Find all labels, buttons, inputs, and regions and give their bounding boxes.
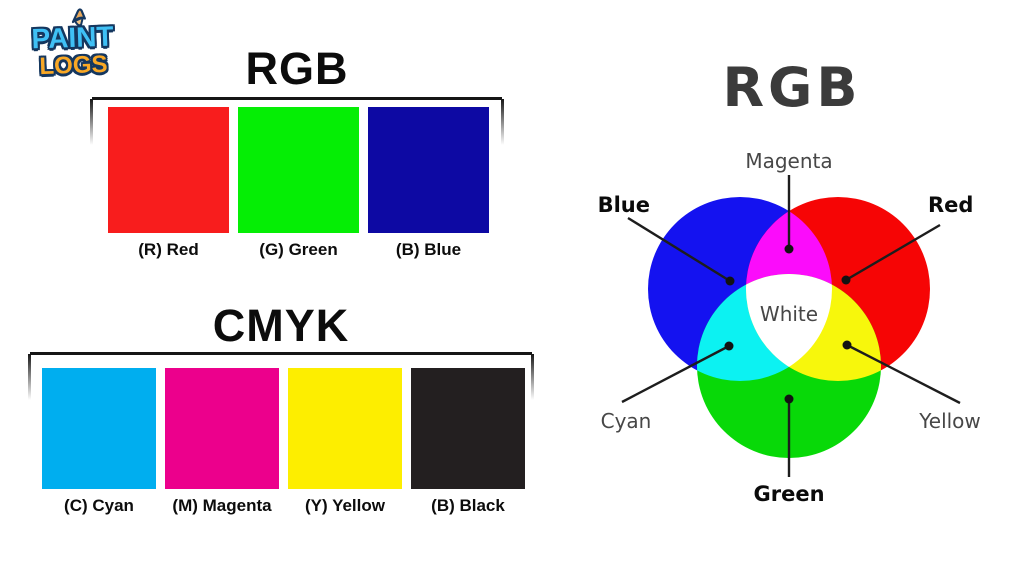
rgb-venn-title: RGB [722, 56, 862, 119]
swatch-cell-green: (G) Green [238, 107, 359, 260]
blue-dot [725, 276, 735, 286]
white-overlap [746, 274, 832, 381]
red-leader-line [845, 223, 941, 282]
rgb-swatch-row: (R) Red (G) Green (B) Blue [108, 107, 498, 260]
swatch-cell-cyan: (C) Cyan [42, 368, 156, 516]
rgb-section-title: RGB [245, 43, 349, 94]
magenta-label: Magenta [745, 149, 832, 173]
paint-logs-logo: PAINT LOGS [17, 6, 130, 96]
green-dot [784, 394, 794, 404]
black-swatch-label: (B) Black [431, 496, 505, 515]
yellow-leader-line [846, 343, 961, 405]
swatch-cell-magenta: (M) Magenta [165, 368, 279, 516]
green-swatch-label: (G) Green [259, 240, 338, 259]
cyan-leader-line [621, 344, 730, 404]
red-dot [841, 275, 851, 285]
magenta-swatch [165, 368, 279, 489]
magenta-dot [784, 244, 794, 254]
blue-leader-line [627, 216, 731, 283]
green-swatch [238, 107, 359, 233]
rgb-bracket-left-edge [90, 99, 93, 145]
cyan-label: Cyan [601, 409, 652, 433]
cmyk-section-title: CMYK [212, 300, 350, 351]
red-swatch [108, 107, 229, 233]
cmyk-bracket-right-edge [531, 354, 534, 400]
cyan-swatch-label: (C) Cyan [64, 496, 134, 515]
swatch-cell-red: (R) Red [108, 107, 229, 260]
yellow-dot [842, 340, 852, 350]
white-label: White [760, 302, 818, 326]
yellow-swatch [288, 368, 402, 489]
green-label: Green [753, 482, 824, 506]
yellow-label: Yellow [918, 409, 981, 433]
blue-swatch [368, 107, 489, 233]
swatch-cell-black: (B) Black [411, 368, 525, 516]
swatch-cell-yellow: (Y) Yellow [288, 368, 402, 516]
cmyk-bracket [28, 352, 534, 401]
blue-swatch-label: (B) Blue [395, 240, 462, 259]
cyan-dot [724, 341, 734, 351]
cmyk-bracket-left-edge [28, 354, 31, 400]
swatch-cell-blue: (B) Blue [368, 107, 489, 260]
black-swatch [411, 368, 525, 489]
rgb-bracket [90, 97, 504, 146]
rgb-venn-diagram: Magenta Blue Red White Cyan Yellow Green [598, 149, 981, 506]
red-label: Red [928, 193, 973, 217]
paintbrush-icon [71, 8, 86, 27]
rgb-bracket-right-edge [501, 99, 504, 145]
magenta-swatch-label: (M) Magenta [172, 496, 272, 515]
yellow-swatch-label: (Y) Yellow [305, 496, 385, 515]
cmyk-swatch-row: (C) Cyan (M) Magenta (Y) Yellow (B) Blac… [42, 368, 534, 516]
cyan-swatch [42, 368, 156, 489]
blue-label: Blue [598, 193, 650, 217]
red-swatch-label: (R) Red [138, 240, 199, 259]
